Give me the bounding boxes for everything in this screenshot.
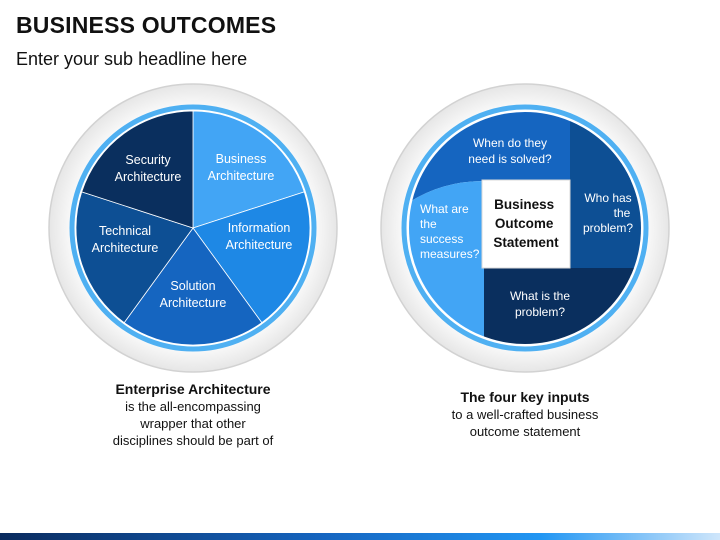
business-architecture-segment [192, 110, 305, 229]
right-caption-line: to a well-crafted business [451, 407, 599, 422]
center-statement-label: Business Outcome Statement [493, 197, 559, 250]
left-caption-line: wrapper that other [140, 416, 246, 431]
left-caption: Enterprise Architecture is the all-encom… [93, 381, 293, 449]
bottom-accent-bar [0, 533, 720, 540]
left-caption-line: is the all-encompassing [125, 399, 261, 414]
page-title: BUSINESS OUTCOMES [16, 12, 277, 38]
technical-architecture-segment [75, 191, 194, 324]
right-caption-heading: The four key inputs [460, 389, 590, 405]
center-statement-box [481, 179, 571, 269]
left-caption-heading: Enterprise Architecture [115, 381, 271, 397]
solution-architecture-segment [123, 227, 263, 346]
information-architecture-segment [192, 191, 311, 324]
page-subtitle: Enter your sub headline here [16, 49, 248, 69]
right-caption-line: outcome statement [469, 424, 581, 439]
left-caption-line: disciplines should be part of [112, 433, 274, 448]
right-caption: The four key inputs to a well-crafted bu… [425, 389, 625, 440]
security-architecture-segment [81, 110, 194, 229]
